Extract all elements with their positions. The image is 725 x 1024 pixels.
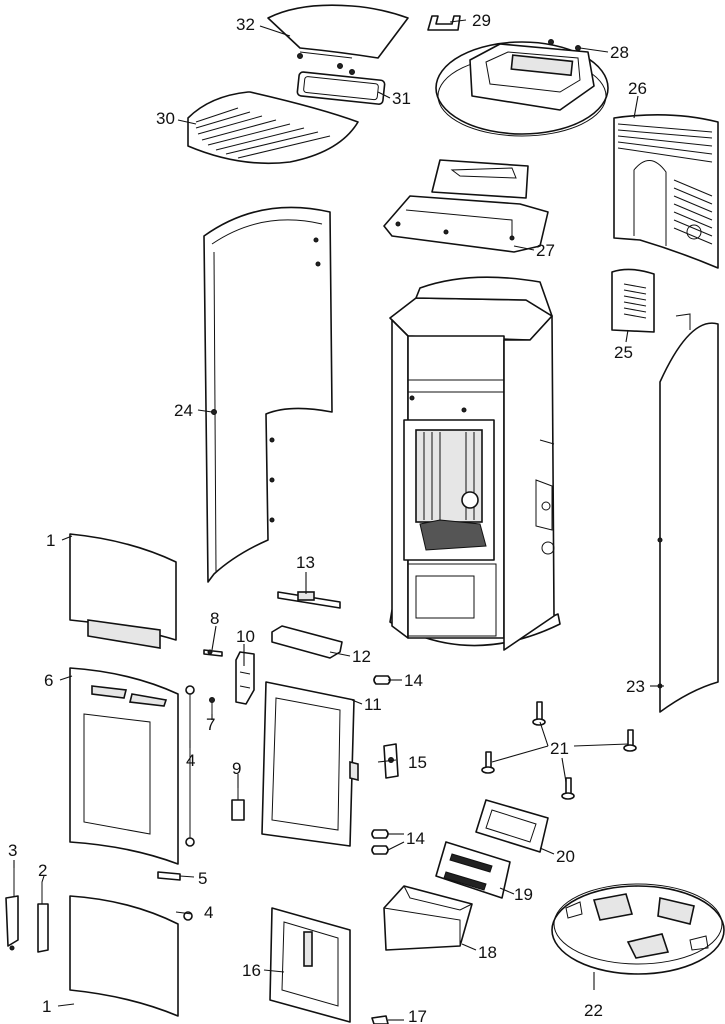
- part-13-bar: [277, 591, 341, 609]
- part-19-inspection-plate: [435, 841, 511, 899]
- callout-3: 3: [8, 841, 17, 860]
- callout-27: 27: [536, 241, 555, 260]
- part-14-clips-lower: [371, 829, 389, 855]
- part-29-bracket: [427, 15, 461, 31]
- part-20-gasket-plate: [475, 799, 549, 853]
- callout-18: 18: [478, 943, 497, 962]
- part-1-lower-front-panel: [69, 895, 179, 1017]
- part-24-rear-shell: [203, 206, 333, 583]
- callout-22: 22: [584, 1001, 603, 1020]
- callout-32: 32: [236, 15, 255, 34]
- callout-31: 31: [392, 89, 411, 108]
- callout-11: 11: [364, 695, 382, 714]
- part-31-gasket: [296, 71, 386, 105]
- callout-14-lower: 14: [406, 829, 425, 848]
- callout-19: 19: [514, 885, 533, 904]
- callout-1-lower: 1: [42, 997, 51, 1016]
- callout-28: 28: [610, 43, 629, 62]
- callout-8: 8: [210, 609, 219, 628]
- callout-21: 21: [550, 739, 569, 758]
- part-11-glass-door: [261, 681, 359, 847]
- callout-16: 16: [242, 961, 261, 980]
- part-2-bracket: [37, 882, 49, 953]
- part-9-hinge: [231, 784, 245, 821]
- callout-13: 13: [296, 553, 315, 572]
- callout-26: 26: [628, 79, 647, 98]
- callout-5: 5: [198, 869, 207, 888]
- callout-15: 15: [408, 753, 427, 772]
- part-27-top-duct: [383, 159, 549, 253]
- callout-23: 23: [626, 677, 645, 696]
- part-30-grille-top: [187, 91, 359, 165]
- part-14-clip-upper: [373, 675, 391, 685]
- callout-30: 30: [156, 109, 175, 128]
- callout-10: 10: [236, 627, 255, 646]
- callout-4-lower: 4: [204, 903, 213, 922]
- callout-20: 20: [556, 847, 575, 866]
- callout-7: 7: [206, 715, 215, 734]
- part-5-small-plate: [157, 871, 181, 881]
- callout-4-upper: 4: [186, 751, 195, 770]
- part-18-ash-pan: [383, 885, 473, 951]
- leader-lines: [13, 19, 664, 1021]
- callout-1-upper: 1: [46, 531, 55, 550]
- callout-9: 9: [232, 759, 241, 778]
- callout-14-upper: 14: [404, 671, 423, 690]
- part-4-gasket-rope: [185, 685, 195, 847]
- callout-29: 29: [472, 11, 491, 30]
- part-8-latch: [203, 649, 223, 657]
- callout-6: 6: [44, 671, 53, 690]
- part-3-bracket: [5, 868, 19, 951]
- part-26-rear-grille: [613, 114, 719, 269]
- callout-12: 12: [352, 647, 371, 666]
- stove-body: [389, 276, 561, 651]
- callout-24: 24: [174, 401, 193, 420]
- part-7-screw: [209, 697, 215, 714]
- part-17-clip: [371, 1015, 389, 1024]
- callout-17: 17: [408, 1007, 427, 1024]
- part-16-ash-door: [269, 907, 351, 1023]
- callout-25: 25: [614, 343, 633, 362]
- part-22-base-plate: [551, 883, 725, 975]
- part-21-feet: [481, 701, 637, 800]
- part-6-door-frame: [69, 667, 179, 865]
- callout-2: 2: [38, 861, 47, 880]
- part-10-hinge-bracket: [235, 651, 255, 705]
- part-12-deflector: [271, 625, 343, 659]
- part-32-top-lid: [267, 4, 409, 75]
- part-28-top-frame: [435, 39, 609, 137]
- part-25-small-grille: [611, 268, 655, 333]
- part-23-right-panel: [657, 313, 719, 713]
- part-1-upper-front-panel: [69, 533, 177, 649]
- callout-labels: 32 29 28 31 30 26 27 25 24 1 13 8 10 12 …: [8, 11, 647, 1024]
